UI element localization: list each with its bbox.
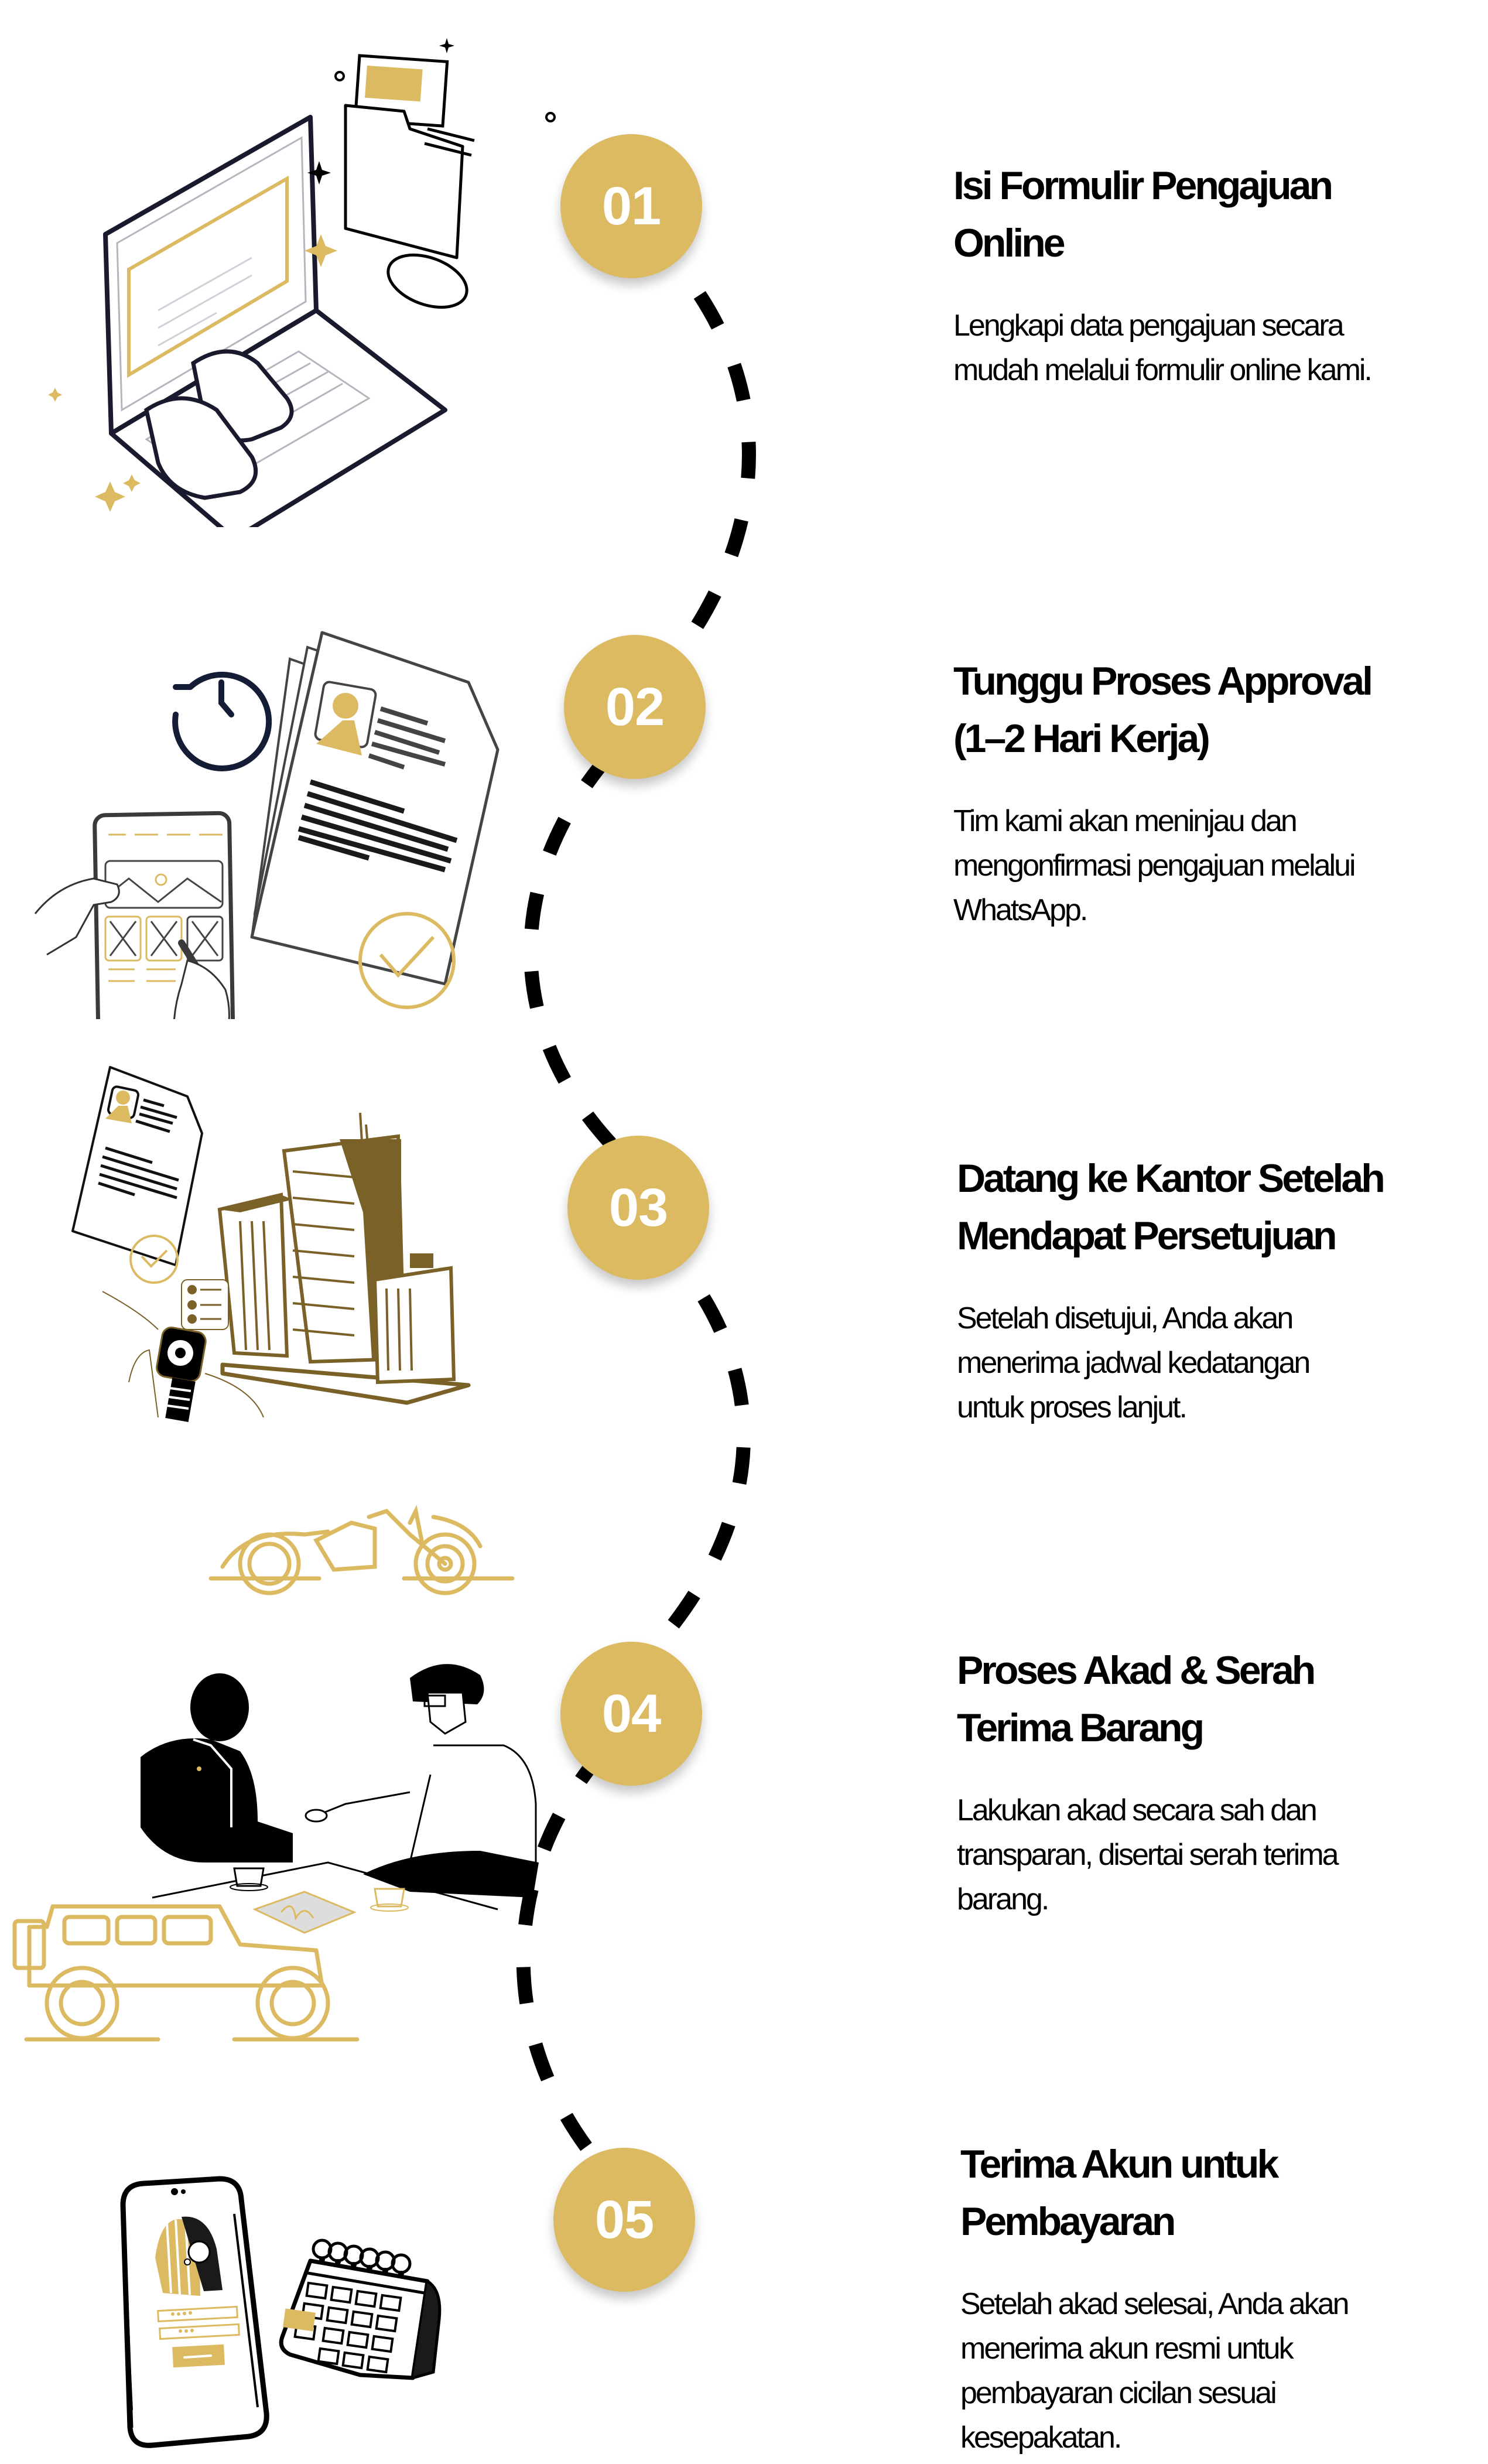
step-3-illustration bbox=[47, 1054, 492, 1429]
step-4-number-badge: 04 bbox=[560, 1642, 702, 1786]
step-2-number-badge: 02 bbox=[564, 635, 706, 779]
step-5-number-badge: 05 bbox=[553, 2148, 695, 2292]
step-3-number-badge: 03 bbox=[567, 1136, 709, 1280]
step-4-title: Proses Akad & Serah Terima Barang bbox=[957, 1648, 1316, 1750]
step-5-description: Setelah akad selesai, Anda akan menerima… bbox=[960, 2287, 1350, 2455]
step-5-title: Terima Akun untuk Pembayaran bbox=[960, 2142, 1279, 2244]
clock-documents-tablet-icon bbox=[34, 631, 500, 1019]
step-5-text: Terima Akun untuk Pembayaran Setelah aka… bbox=[960, 2135, 1488, 2460]
step-5-illustration bbox=[76, 2108, 457, 2464]
step-1-description: Lengkapi data pengajuan secara mudah mel… bbox=[953, 309, 1373, 387]
laptop-typing-with-folder-icon bbox=[48, 38, 556, 527]
step-3-description: Setelah disetujui, Anda akan menerima ja… bbox=[957, 1301, 1311, 1424]
step-1-title: Isi Formulir Pengajuan Online bbox=[953, 163, 1333, 265]
step-1-number-badge: 01 bbox=[560, 134, 702, 278]
step-3-text: Datang ke Kantor Setelah Mendapat Perset… bbox=[957, 1150, 1488, 1430]
step-2-illustration bbox=[23, 609, 504, 1019]
handshake-motorcycle-car-icon bbox=[12, 1505, 539, 2042]
step-4-illustration bbox=[0, 1499, 550, 2067]
phone-login-calendar-icon bbox=[120, 2176, 442, 2448]
step-2-description: Tim kami akan meninjau dan mengonfirmasi… bbox=[953, 804, 1356, 927]
step-1-illustration bbox=[41, 35, 556, 527]
step-2-text: Tunggu Proses Approval (1–2 Hari Kerja) … bbox=[953, 652, 1488, 932]
step-4-text: Proses Akad & Serah Terima Barang Lakuka… bbox=[957, 1642, 1488, 1922]
step-3-title: Datang ke Kantor Setelah Mendapat Perset… bbox=[957, 1156, 1386, 1258]
step-2-title: Tunggu Proses Approval (1–2 Hari Kerja) bbox=[953, 659, 1373, 761]
step-1-text: Isi Formulir Pengajuan Online Lengkapi d… bbox=[953, 157, 1488, 392]
office-buildings-smartwatch-icon bbox=[71, 1066, 471, 1422]
step-4-description: Lakukan akad secara sah dan transparan, … bbox=[957, 1793, 1339, 1916]
